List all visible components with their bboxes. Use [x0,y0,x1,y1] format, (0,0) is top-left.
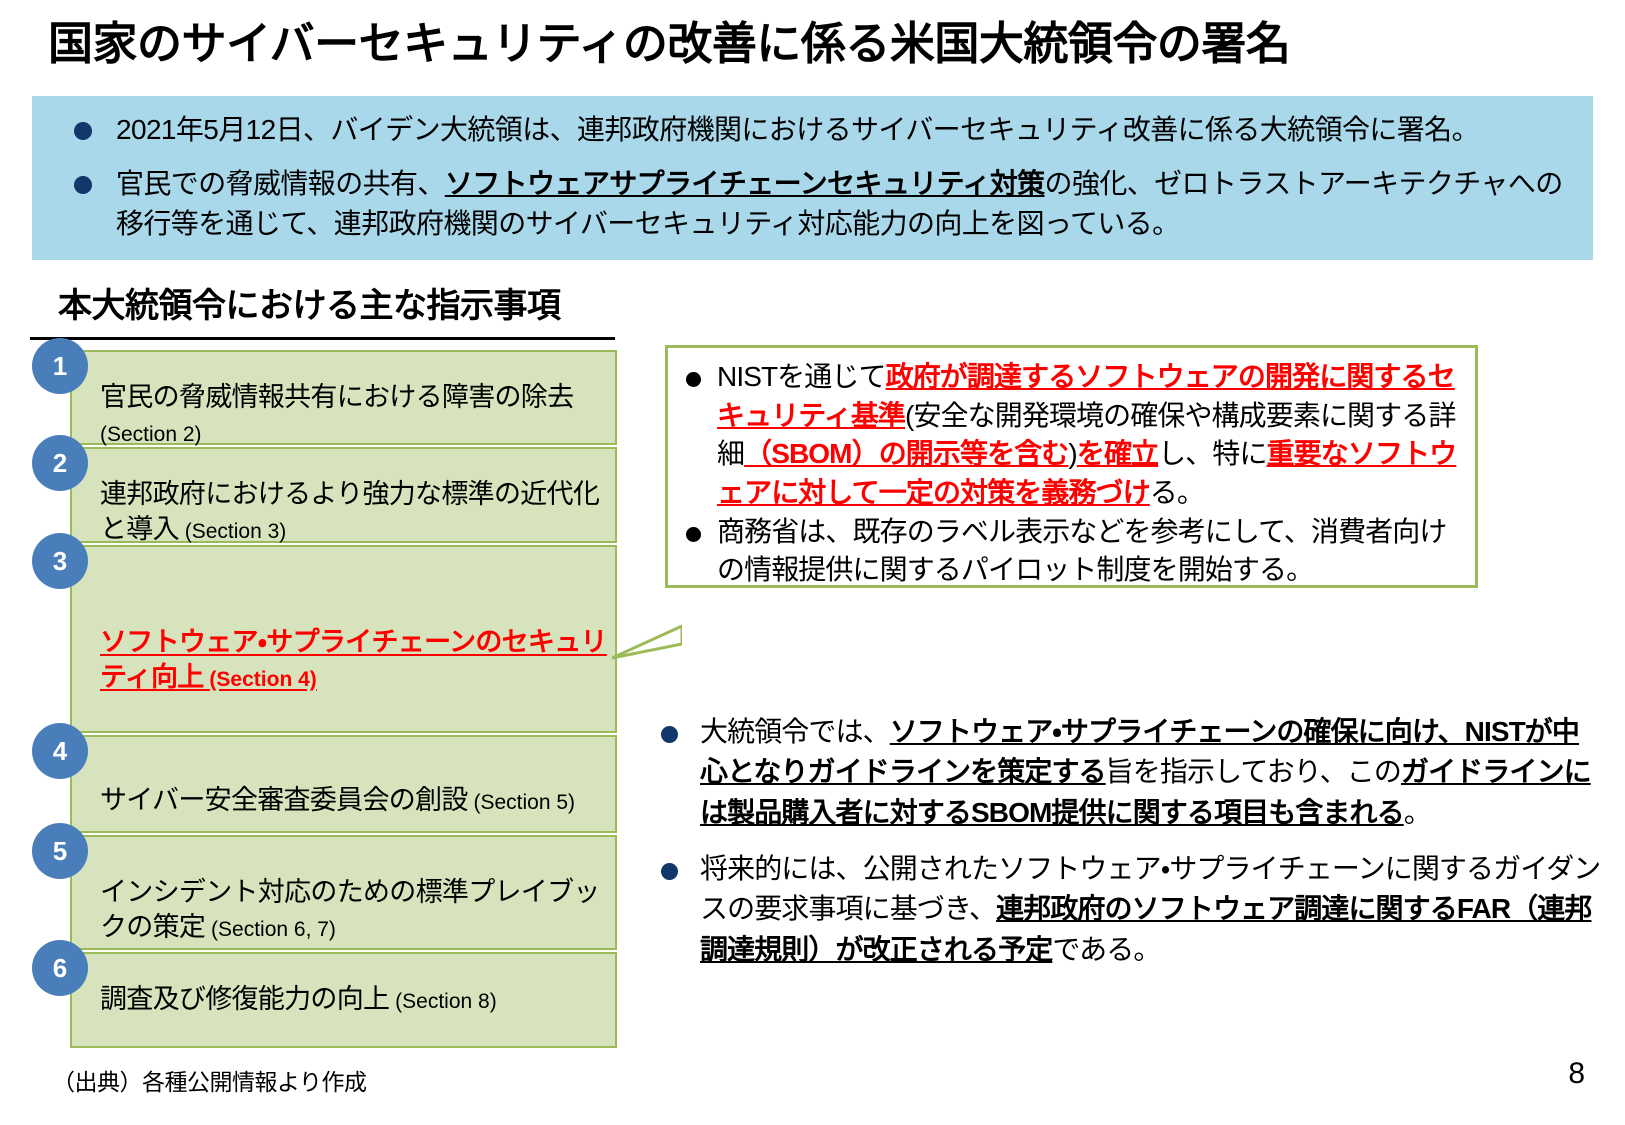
directive-title-text: 調査及び修復能力の向上 [100,984,390,1014]
text-run: 将来的には、公開されたソフトウェア・サプライチェーンに関するガイダンスの要求事項… [700,852,1601,925]
page-title: 国家のサイバーセキュリティの改善に係る米国大統領令の署名 [48,18,1291,69]
text-run: NISTを通じて [717,361,886,392]
directive-label: サイバー安全審査委員会の創設 (Section 5) [100,783,609,818]
page-number: 8 [1568,1057,1585,1090]
directive-title-text: インシデント対応のための標準プレイブックの策定 [100,877,600,942]
callout-bullet-text: 商務省は、既存のラベル表示などを参考にして、消費者向けの情報提供に関するパイロッ… [717,513,1463,590]
text-run: （SBOM）の開示等を含む [744,438,1069,470]
bullet-point-icon [661,862,678,880]
bullet-point-icon [74,175,92,194]
directive-box [70,735,617,833]
text-run: (安全な開発環境の確保や構成要素に関する詳細 [717,399,1456,470]
section-heading: 本大統領令における主な指示事項 [58,287,561,325]
text-run: 政府が調達するソフトウェアの開発に関するセキュリティ基準 [717,361,1456,431]
directive-number-badge: 4 [32,723,88,779]
directive-item[interactable]: 連邦政府におけるより強力な標準の近代化と導入 (Section 3)2 [32,435,617,546]
text-run: 大統領令では、 [700,716,891,747]
directive-title-text: 官民の脅威情報共有における障害の除去 [100,382,574,412]
directive-section-ref: (Section 4) [203,667,317,691]
text-run: ソフトウェア・サプライチェーンの確保に向け、NISTが中心となりガイドラインを策… [700,716,1580,788]
text-run: る。 [1149,476,1205,508]
directive-box [70,350,617,445]
text-run: 連邦政府のソフトウェア調達に関するFAR（連邦調達規則）が改正される予定 [700,893,1592,965]
callout-connector-line [612,624,682,660]
lower-bullet-text: 将来的には、公開されたソフトウェア・サプライチェーンに関するガイダンスの要求事項… [700,849,1605,970]
directive-title-text: 連邦政府におけるより強力な標準の近代化と導入 [100,479,600,544]
directive-label: 調査及び修復能力の向上 (Section 8) [100,982,609,1017]
text-run: し、特に [1158,438,1267,470]
text-run: 2021年5月12日、バイデン大統領は、連邦政府機関におけるサイバーセキュリティ… [116,114,1480,145]
text-run: を確立 [1076,438,1159,470]
directive-box [70,545,617,733]
directive-number-badge: 5 [32,823,88,879]
callout-bullet-row: 商務省は、既存のラベル表示などを参考にして、消費者向けの情報提供に関するパイロッ… [678,513,1463,590]
directive-number-badge: 3 [32,533,88,589]
directive-section-ref: (Section 3) [178,519,287,543]
text-run: ソフトウェアサプライチェーンセキュリティ対策 [444,167,1045,199]
summary-bullet-text: 官民での脅威情報の共有、ソフトウェアサプライチェーンセキュリティ対策の強化、ゼロ… [116,164,1575,244]
bullet-point-icon [686,372,701,387]
directive-section-ref: (Section 2) [100,422,202,446]
bullet-point-icon [686,526,701,542]
directive-label: 官民の脅威情報共有における障害の除去 (Section 2) [100,380,609,449]
text-run: の強化、ゼロトラストアーキテクチャへの移行等を通じて、連邦政府機関のサイバーセキ… [116,167,1563,239]
directive-label: 連邦政府におけるより強力な標準の近代化と導入 (Section 3) [100,477,609,546]
directive-item[interactable]: ソフトウェア・サプライチェーンのセキュリティ向上 (Section 4)3 [32,533,617,733]
directive-item[interactable]: 調査及び修復能力の向上 (Section 8) 6 [32,940,617,1048]
lower-bullet-row: 将来的には、公開されたソフトウェア・サプライチェーンに関するガイダンスの要求事項… [655,849,1605,970]
text-run: ガイドラインには製品購入者に対するSBOM提供に関する項目も含まれる [700,756,1592,828]
callout-bullet-row: NISTを通じて政府が調達するソフトウェアの開発に関するセキュリティ基準(安全な… [678,358,1463,513]
text-run: である。 [1052,933,1161,965]
directive-item[interactable]: インシデント対応のための標準プレイブックの策定 (Section 6, 7)5 [32,823,617,950]
lower-bullet-text: 大統領令では、ソフトウェア・サプライチェーンの確保に向け、NISTが中心となりガ… [700,712,1605,833]
text-run: 旨を指示しており、この [1105,756,1402,788]
directive-title-text: サイバー安全審査委員会の創設 [100,785,468,815]
directive-section-ref: (Section 5) [467,791,576,814]
lower-bullet-row: 大統領令では、ソフトウェア・サプライチェーンの確保に向け、NISTが中心となりガ… [655,712,1605,833]
directive-number-badge: 1 [32,338,88,394]
directive-item[interactable]: サイバー安全審査委員会の創設 (Section 5) 4 [32,723,617,833]
directive-title-text: ソフトウェア・サプライチェーンのセキュリティ向上 [100,627,608,692]
directive-box [70,447,617,543]
bullet-point-icon [74,122,92,140]
summary-bullet-row: 官民での脅威情報の共有、ソフトウェアサプライチェーンセキュリティ対策の強化、ゼロ… [50,164,1575,244]
directive-number-badge: 2 [32,435,88,491]
bullet-point-icon [661,726,678,743]
directive-section-ref: (Section 8) [389,990,497,1013]
text-run: 重要なソフトウェアに対して一定の対策を義務づけ [717,438,1457,508]
summary-bullet-text: 2021年5月12日、バイデン大統領は、連邦政府機関におけるサイバーセキュリティ… [116,110,1575,150]
summary-bullet-row: 2021年5月12日、バイデン大統領は、連邦政府機関におけるサイバーセキュリティ… [50,110,1575,150]
callout-panel: NISTを通じて政府が調達するソフトウェアの開発に関するセキュリティ基準(安全な… [665,345,1478,588]
directive-number-badge: 6 [32,940,88,996]
heading-divider [30,337,615,340]
text-run: 商務省は、既存のラベル表示などを参考にして、消費者向けの情報提供に関するパイロッ… [717,515,1447,586]
text-run: 官民での脅威情報の共有、 [116,167,445,199]
directive-label: ソフトウェア・サプライチェーンのセキュリティ向上 (Section 4) [100,625,609,694]
directive-label: インシデント対応のための標準プレイブックの策定 (Section 6, 7) [100,875,609,944]
directive-box [70,835,617,950]
source-note: （出典）各種公開情報より作成 [52,1069,367,1095]
summary-banner: 2021年5月12日、バイデン大統領は、連邦政府機関におけるサイバーセキュリティ… [32,96,1593,260]
text-run: ) [1068,438,1077,470]
directive-item[interactable]: 官民の脅威情報共有における障害の除去 (Section 2)1 [32,338,617,446]
directive-section-ref: (Section 6, 7) [205,917,336,941]
callout-bullet-text: NISTを通じて政府が調達するソフトウェアの開発に関するセキュリティ基準(安全な… [717,358,1463,513]
directive-box [70,952,617,1048]
lower-bullet-list: 大統領令では、ソフトウェア・サプライチェーンの確保に向け、NISTが中心となりガ… [655,712,1605,986]
text-run: 。 [1403,796,1432,828]
